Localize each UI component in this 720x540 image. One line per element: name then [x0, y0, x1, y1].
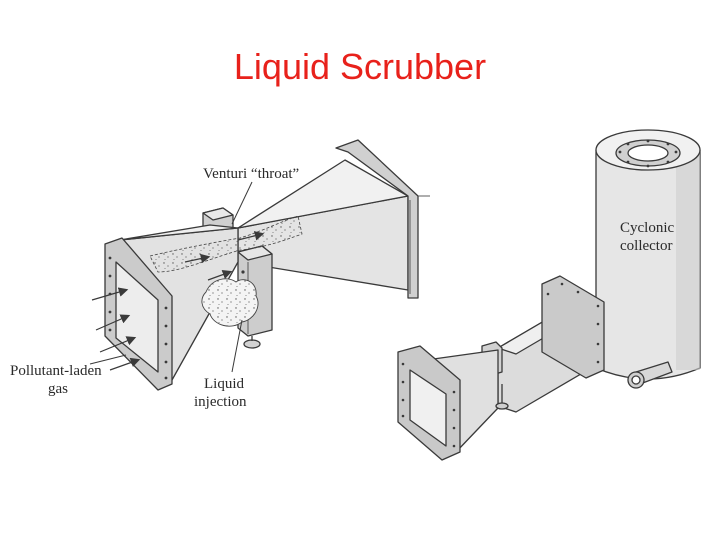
label-venturi-throat: Venturi “throat”: [203, 166, 299, 182]
label-liquid-line1: Liquid: [204, 376, 244, 392]
pollutant-leader: [89, 354, 127, 365]
label-liquid-line2: injection: [194, 394, 247, 410]
liquid-leader: [231, 319, 243, 373]
label-pollutant-line2: gas: [48, 381, 68, 397]
slide-title: Liquid Scrubber: [233, 46, 487, 87]
label-cyclonic-line1: Cyclonic: [620, 220, 674, 236]
venturi-scrubber: [91, 139, 430, 391]
duct-cyclone-flange: [541, 275, 605, 379]
throat-leader: [231, 181, 253, 225]
drain-valve: [243, 339, 261, 349]
label-cyclonic-line2: collector: [620, 238, 672, 254]
label-pollutant-line1: Pollutant-laden: [10, 363, 102, 379]
cyclonic-collector: [397, 129, 701, 461]
gas-flow-region: [149, 215, 303, 273]
flow-arrows: [184, 231, 265, 281]
inlet-arrows: [91, 287, 141, 371]
cyclone-outlet: [627, 144, 669, 162]
venturi-outlet-flange: [335, 139, 419, 299]
